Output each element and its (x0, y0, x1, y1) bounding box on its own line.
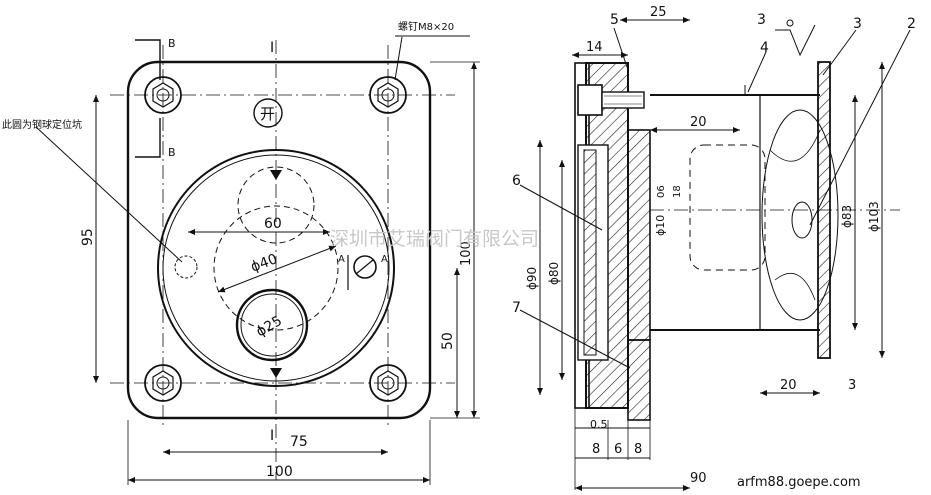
centerline-mark-top: I (270, 40, 274, 56)
dim-overall-width: 100 (266, 464, 293, 480)
part-7: 7 (512, 300, 521, 316)
dim-6: 6 (614, 442, 622, 457)
dim-90: 90 (690, 471, 707, 486)
detent-pit (174, 255, 198, 279)
main-disc-inner (162, 154, 390, 382)
part-3: 3 (853, 16, 862, 32)
dim-phi90: ϕ90 (525, 267, 539, 290)
dim-phi83: ϕ83 (840, 205, 854, 228)
dim-25: 25 (650, 5, 667, 20)
bolt-hole-tr (369, 76, 407, 114)
part-2: 2 (907, 16, 916, 32)
plate-outline (126, 60, 432, 420)
dim-offset-50: 50 (440, 332, 456, 350)
roughness-value: 3 (757, 12, 766, 28)
open-mark-circle (253, 98, 283, 128)
dim-0-5: 0.5 (590, 418, 608, 431)
dim-phi80: ϕ80 (547, 262, 561, 285)
front-view (35, 35, 480, 485)
dim-phi40: ϕ40 (249, 251, 280, 275)
dim-hole-spacing-v: 95 (80, 228, 96, 246)
dim-14: 14 (586, 40, 603, 55)
bolt-hole-br (369, 364, 407, 402)
dim-60: 60 (264, 216, 282, 232)
pit-label: 此圆为钢球定位坑 (2, 118, 82, 131)
ball-position (353, 255, 377, 279)
part-6: 6 (512, 173, 521, 189)
dim-3: 3 (848, 378, 856, 393)
footer-url: arfm88.goepe.com (737, 475, 861, 490)
part-4: 4 (760, 40, 769, 56)
dim-20-top: 20 (690, 115, 707, 130)
dim-06: 06 (656, 185, 667, 198)
section-letter-b-top: B (168, 37, 176, 50)
arrow-letter-a-left: A (338, 254, 345, 265)
bolt-hole-tl (144, 76, 182, 114)
dim-hole-spacing-h: 75 (290, 434, 308, 450)
section-letter-b-bottom: B (168, 146, 176, 159)
part-5: 5 (610, 12, 619, 28)
screw-head (577, 84, 603, 116)
pit-leader (35, 126, 183, 263)
side-view (519, 17, 911, 491)
dim-20-bottom: 20 (780, 378, 797, 393)
screw-leader (394, 36, 403, 81)
dim-8a: 8 (592, 442, 600, 457)
dim-phi10: ϕ10 (654, 215, 667, 236)
arrow-letter-a-right: A (381, 254, 388, 265)
dim-phi25: ϕ25 (254, 313, 285, 340)
open-mark: 开 (260, 105, 275, 123)
screw-label: 螺钉M8×20 (398, 21, 454, 33)
dim-overall-height: 100 (459, 241, 474, 266)
watermark: 深圳市艾瑞阀门有限公司 (330, 228, 539, 250)
dim-8b: 8 (634, 442, 642, 457)
centerline-mark-bottom: I (270, 428, 274, 444)
bolt-hole-bl (144, 364, 182, 402)
dim-18: 18 (672, 185, 683, 198)
dim-phi103: ϕ103 (867, 201, 881, 232)
main-disc (157, 149, 395, 387)
